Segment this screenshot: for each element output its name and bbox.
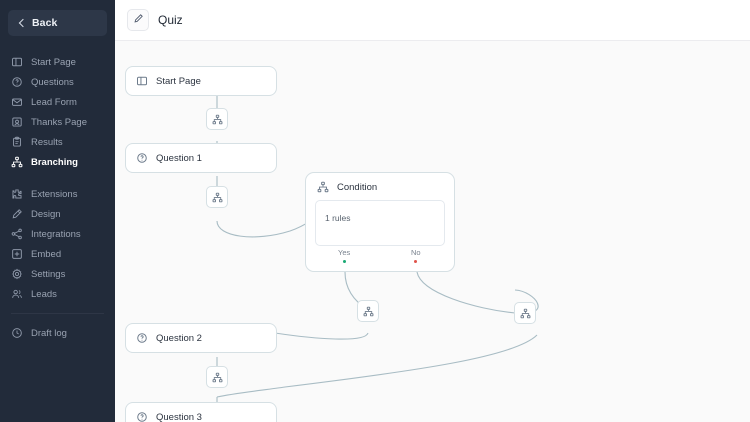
node-label: Question 2 [156,332,202,344]
page-title: Quiz [158,13,183,27]
condition-rules-text: 1 rules [325,213,351,223]
gear-icon [11,268,23,280]
question-icon [11,76,23,88]
sidebar-item-draft-log[interactable]: Draft log [0,323,115,343]
node-label: Question 3 [156,411,202,422]
sidebar-item-label: Questions [31,76,74,88]
sidebar-item-thanks-page[interactable]: Thanks Page [0,112,115,132]
condition-port-no[interactable]: No [411,248,421,264]
sidebar-item-start-page[interactable]: Start Page [0,52,115,72]
sidebar-item-label: Branching [31,156,78,168]
node-question-1[interactable]: Question 1 [125,143,277,173]
nav-spacer [0,172,115,184]
sidebar-item-label: Results [31,136,63,148]
node-question-3[interactable]: Question 3 [125,402,277,422]
sidebar-item-integrations[interactable]: Integrations [0,224,115,244]
condition-header: Condition [306,173,454,198]
sidebar-item-label: Lead Form [31,96,77,108]
mail-icon [11,96,23,108]
sidebar-item-label: Embed [31,248,62,260]
sidebar-item-label: Start Page [31,56,76,68]
branch-button-2[interactable] [206,186,228,208]
sidebar-item-label: Thanks Page [31,116,87,128]
port-dot-no[interactable] [413,259,419,264]
question-icon [136,411,148,422]
sidebar-item-label: Leads [31,288,57,300]
branch-button-1[interactable] [206,108,228,130]
condition-title: Condition [337,181,378,193]
branching-icon [11,156,23,168]
sidebar-item-label: Design [31,208,61,220]
question-icon [136,332,148,344]
design-icon [11,208,23,220]
sidebar: Back Start Page Questions [0,0,115,422]
condition-rules-box[interactable]: 1 rules [315,200,445,246]
chevron-left-icon [17,19,26,28]
node-start-page[interactable]: Start Page [125,66,277,96]
sidebar-item-design[interactable]: Design [0,204,115,224]
branch-button-4[interactable] [206,366,228,388]
page-header: Quiz [115,0,750,41]
question-icon [136,152,148,164]
sidebar-item-extensions[interactable]: Extensions [0,184,115,204]
sidebar-nav-primary: Start Page Questions Lead Form [0,52,115,343]
node-label: Start Page [156,75,201,87]
branch-button-5[interactable] [514,302,536,324]
sidebar-item-leads[interactable]: Leads [0,284,115,304]
branching-canvas[interactable]: Start Page Question 1 [115,41,750,422]
port-dot-yes[interactable] [341,259,347,264]
extensions-icon [11,188,23,200]
clipboard-icon [11,136,23,148]
back-button-label: Back [32,17,58,29]
pencil-icon [133,11,144,29]
main-area: Quiz [115,0,750,422]
sidebar-item-questions[interactable]: Questions [0,72,115,92]
start-page-icon [136,75,148,87]
start-page-icon [11,56,23,68]
clock-icon [11,327,23,339]
back-button[interactable]: Back [8,10,107,36]
branch-button-3[interactable] [357,300,379,322]
port-label: Yes [338,248,351,257]
port-label: No [411,248,421,257]
sidebar-item-embed[interactable]: Embed [0,244,115,264]
sidebar-item-branching[interactable]: Branching [0,152,115,172]
edit-title-button[interactable] [127,9,149,31]
sidebar-item-settings[interactable]: Settings [0,264,115,284]
node-label: Question 1 [156,152,202,164]
node-condition[interactable]: Condition 1 rules Yes No [305,172,455,272]
sidebar-item-label: Settings [31,268,66,280]
condition-ports: Yes No [306,248,454,268]
leads-icon [11,288,23,300]
sidebar-item-results[interactable]: Results [0,132,115,152]
sidebar-divider [11,313,104,314]
sidebar-item-lead-form[interactable]: Lead Form [0,92,115,112]
thanks-page-icon [11,116,23,128]
integrations-icon [11,228,23,240]
condition-port-yes[interactable]: Yes [338,248,350,264]
sidebar-item-label: Draft log [31,327,67,339]
embed-icon [11,248,23,260]
branching-icon [317,181,329,193]
sidebar-item-label: Integrations [31,228,81,240]
sidebar-item-label: Extensions [31,188,78,200]
node-question-2[interactable]: Question 2 [125,323,277,353]
